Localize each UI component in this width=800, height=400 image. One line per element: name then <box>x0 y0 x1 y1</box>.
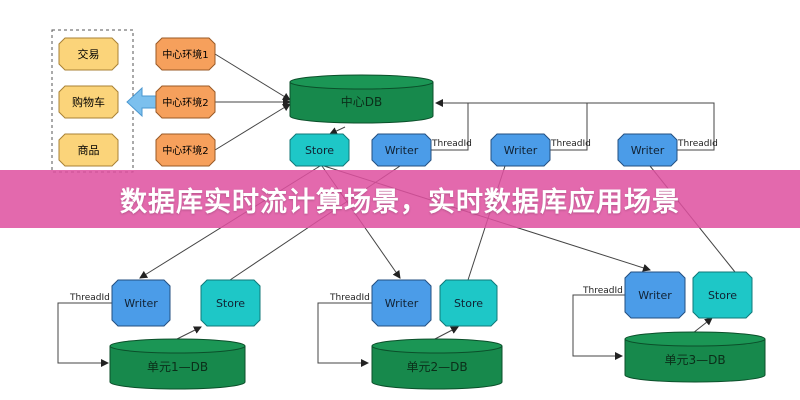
top-writer-2-label: Writer <box>504 144 538 157</box>
threadid-label: ThreadId <box>329 293 370 303</box>
unit-2-writer <box>371 279 432 327</box>
center-db-label: 中心DB <box>341 94 382 109</box>
edge-db2-store2 <box>432 326 459 341</box>
edge-writer2-db2 <box>317 302 372 367</box>
edge-db1-store1 <box>174 326 202 341</box>
threadid-label: ThreadId <box>69 293 110 303</box>
unit-1: ThreadId Writer Store 单元1—DB <box>69 279 261 390</box>
unit-3-store-label: Store <box>708 289 737 302</box>
threadid-label: ThreadId <box>677 139 718 149</box>
node-env3 <box>155 133 216 167</box>
unit-1-db <box>109 346 246 390</box>
center-db: 中心DB <box>289 74 434 124</box>
unit-2: ThreadId Writer Store 单元2—DB <box>329 279 503 390</box>
unit-1-writer-label: Writer <box>124 297 158 310</box>
node-cart <box>58 85 119 119</box>
node-trade-label: 交易 <box>78 47 100 61</box>
edge-env3-db <box>214 103 291 151</box>
top-store: Store <box>289 133 350 167</box>
top-writer-1: Writer ThreadId <box>371 133 472 167</box>
top-store-label: Store <box>305 144 334 157</box>
title-banner: 数据库实时流计算场景，实时数据库应用场景 <box>0 170 800 228</box>
edge-db-store <box>329 126 346 135</box>
threadid-label: ThreadId <box>431 139 472 149</box>
edge-writer2-db <box>550 103 588 151</box>
unit-1-store-label: Store <box>216 297 245 310</box>
env-nodes: 中心环境1 中心环境2 中心环境2 <box>155 37 216 167</box>
node-goods-label: 商品 <box>78 143 100 157</box>
node-env2-label: 中心环境2 <box>162 96 208 109</box>
node-env2 <box>155 85 216 119</box>
top-writer-1-label: Writer <box>385 144 419 157</box>
threadid-label: ThreadId <box>550 139 591 149</box>
top-writer-2: Writer ThreadId <box>490 133 591 167</box>
unit-2-writer-label: Writer <box>385 297 419 310</box>
unit-1-writer <box>111 279 171 327</box>
node-env3-label: 中心环境2 <box>162 144 208 157</box>
top-writer-3-label: Writer <box>631 144 665 157</box>
unit-3-store <box>692 271 753 319</box>
edge-writer3-db <box>468 102 715 151</box>
unit-3-writer-label: Writer <box>638 289 672 302</box>
arrow-left-icon <box>126 86 157 118</box>
unit-3-writer <box>624 271 686 319</box>
edge-env1-db <box>214 53 291 101</box>
threadid-label: ThreadId <box>582 286 623 296</box>
node-env1-label: 中心环境1 <box>162 48 208 61</box>
edge-writer1-db1 <box>57 302 112 367</box>
banner-title: 数据库实时流计算场景，实时数据库应用场景 <box>120 186 680 218</box>
unit-1-store <box>200 279 261 327</box>
unit-2-store-label: Store <box>454 297 483 310</box>
node-goods <box>58 133 119 167</box>
unit-2-db-label: 单元2—DB <box>406 360 467 374</box>
edge-writer3-db3 <box>572 294 625 360</box>
unit-2-db <box>371 346 503 390</box>
top-writer-3: Writer ThreadId <box>617 133 718 167</box>
node-cart-label: 购物车 <box>72 95 105 109</box>
node-env1 <box>155 37 216 71</box>
business-nodes: 交易 购物车 商品 <box>58 37 119 167</box>
edge-writer1-db <box>431 99 469 151</box>
unit-2-store <box>439 279 498 327</box>
edge-db3-store3 <box>692 317 713 334</box>
node-trade <box>58 37 119 71</box>
unit-3: ThreadId Writer Store 单元3—DB <box>582 271 766 383</box>
unit-3-db <box>624 339 766 383</box>
unit-3-db-label: 单元3—DB <box>664 353 725 367</box>
unit-1-db-label: 单元1—DB <box>147 360 208 374</box>
